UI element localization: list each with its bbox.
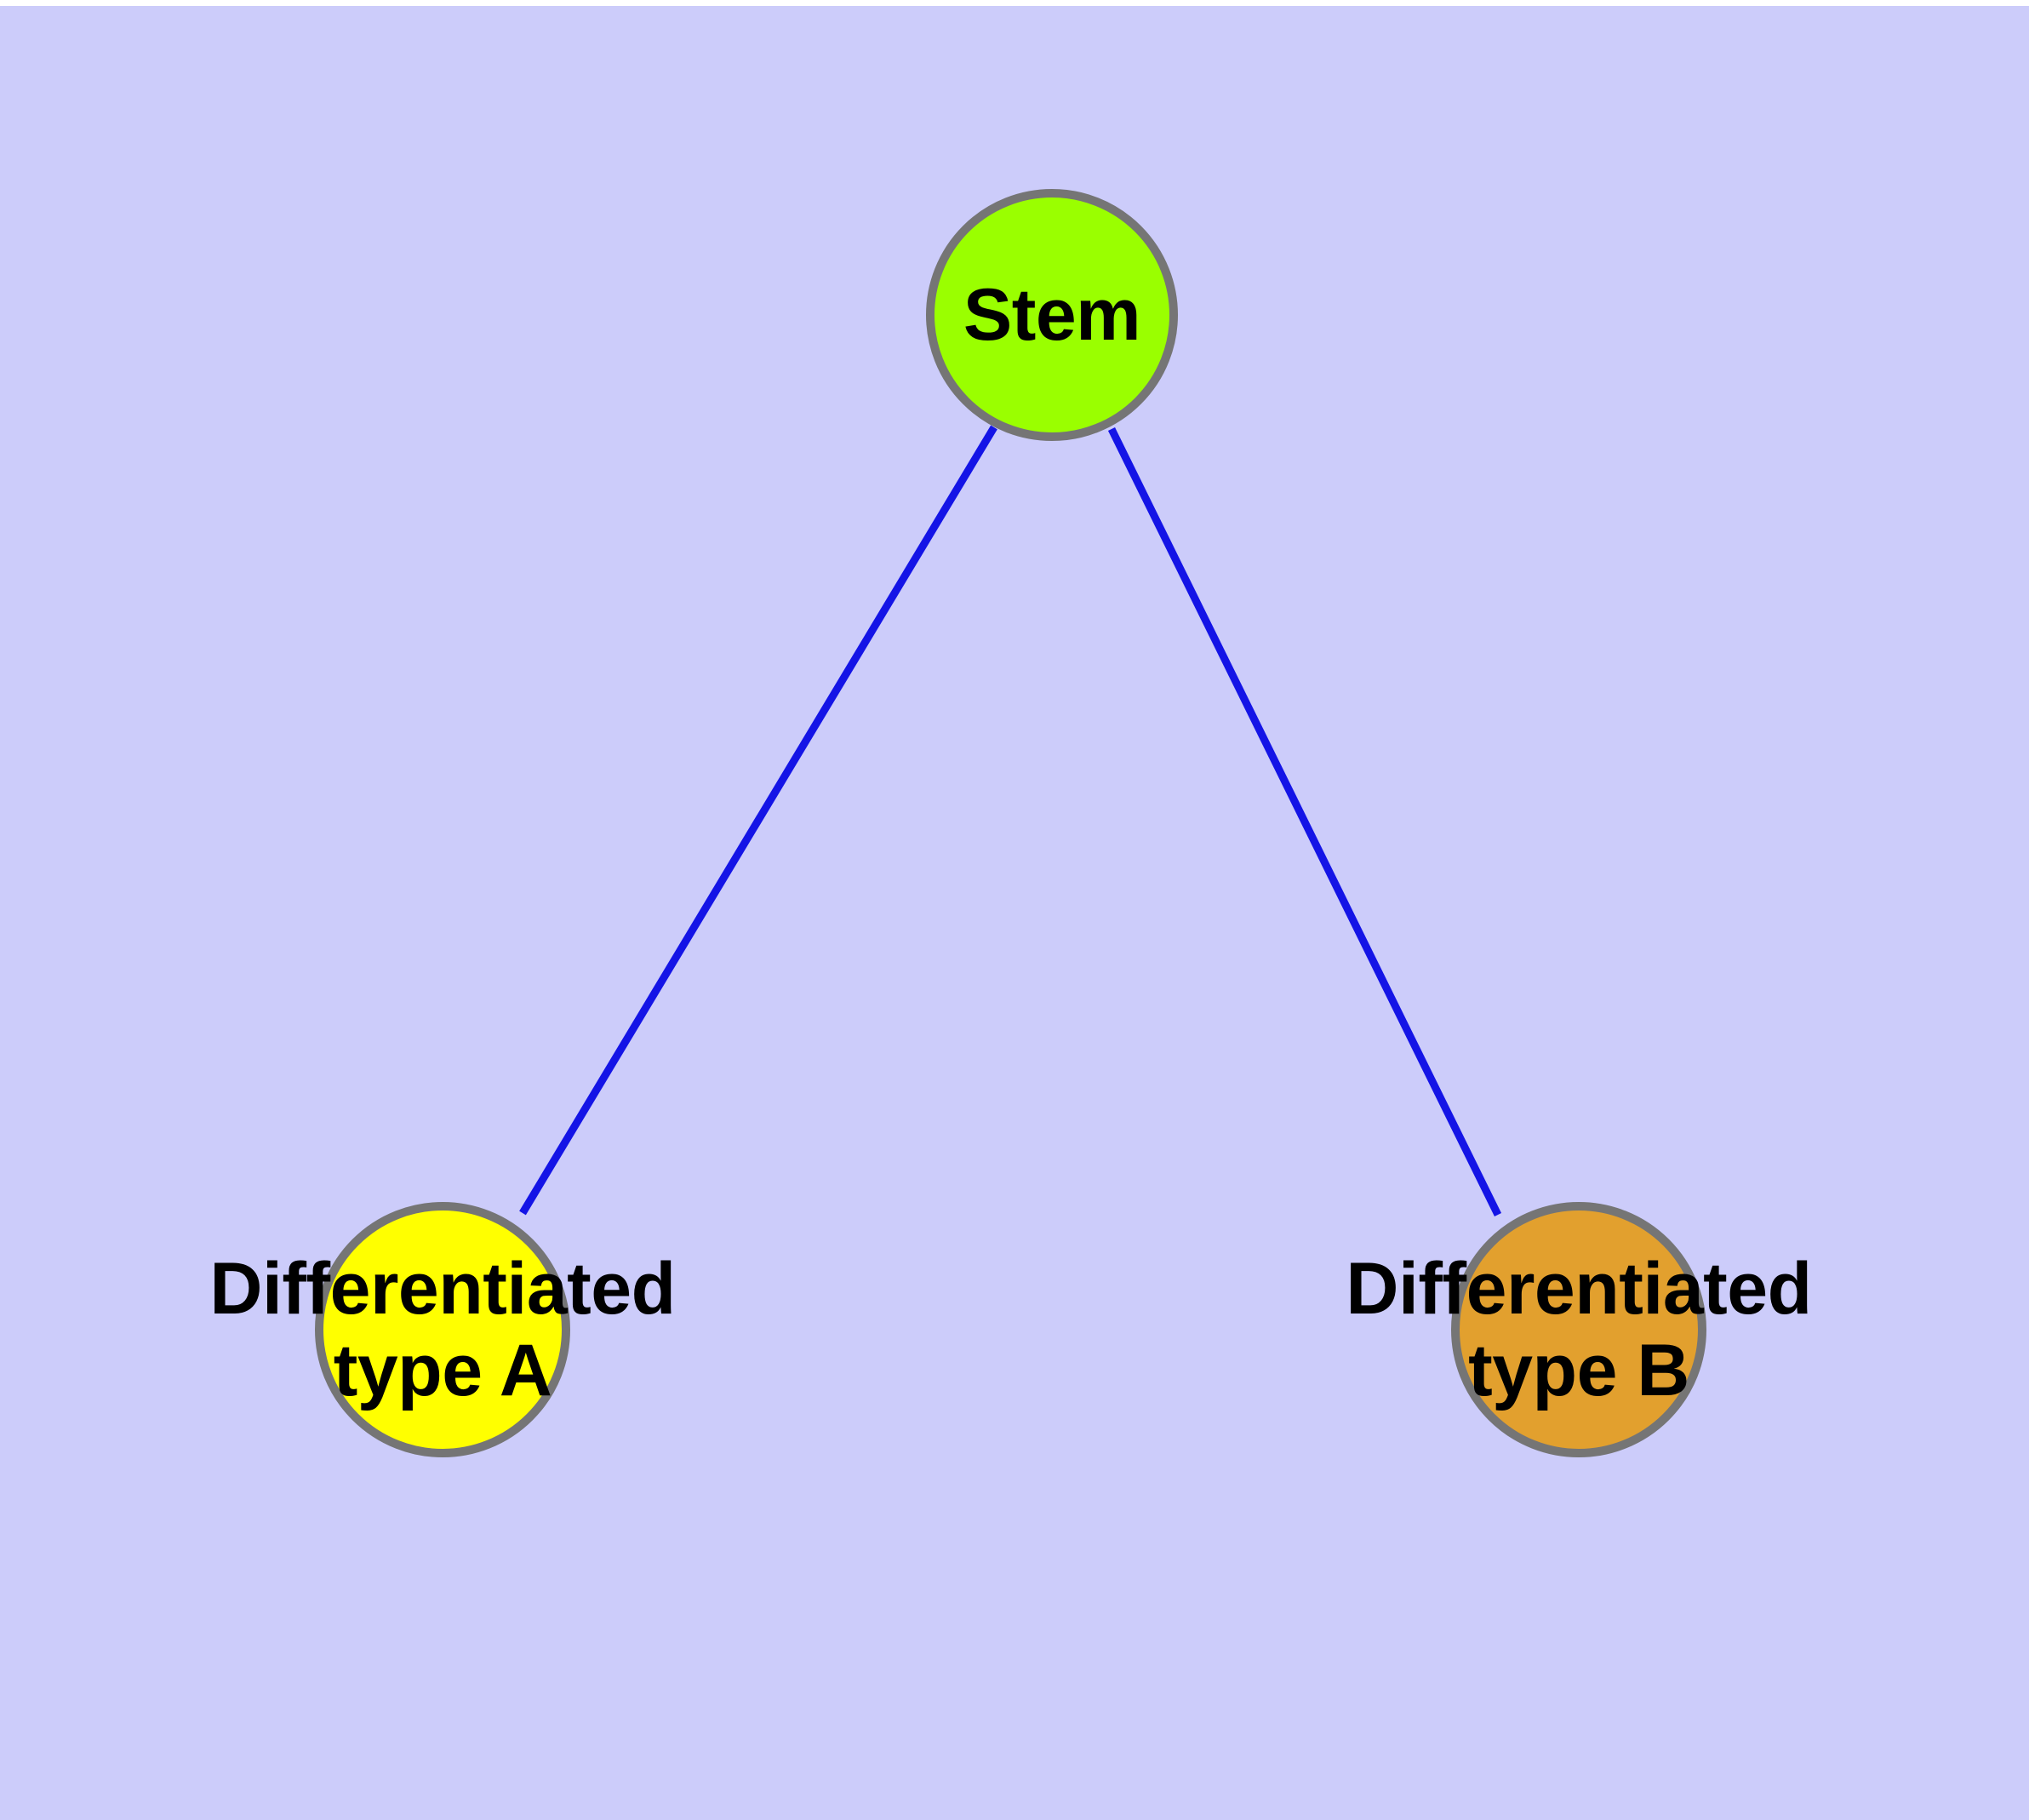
node-stem-circle	[926, 189, 1178, 441]
node-label-line: Differentiated	[209, 1247, 676, 1330]
node-label-line: Differentiated	[1346, 1247, 1812, 1330]
node-label-line: Stem	[963, 273, 1141, 356]
node-differentiated-type-a-circle	[315, 1202, 570, 1457]
node-label-line: type B	[1468, 1330, 1689, 1411]
edge-stem-to-diff_a	[519, 425, 997, 1216]
node-stem[interactable]: Stem	[926, 189, 1178, 441]
node-stem-label: Stem	[963, 273, 1141, 356]
node-differentiated-type-b-circle	[1451, 1202, 1706, 1457]
node-label-line: type A	[333, 1330, 552, 1411]
edge-stem-to-diff_b	[1107, 427, 1502, 1216]
